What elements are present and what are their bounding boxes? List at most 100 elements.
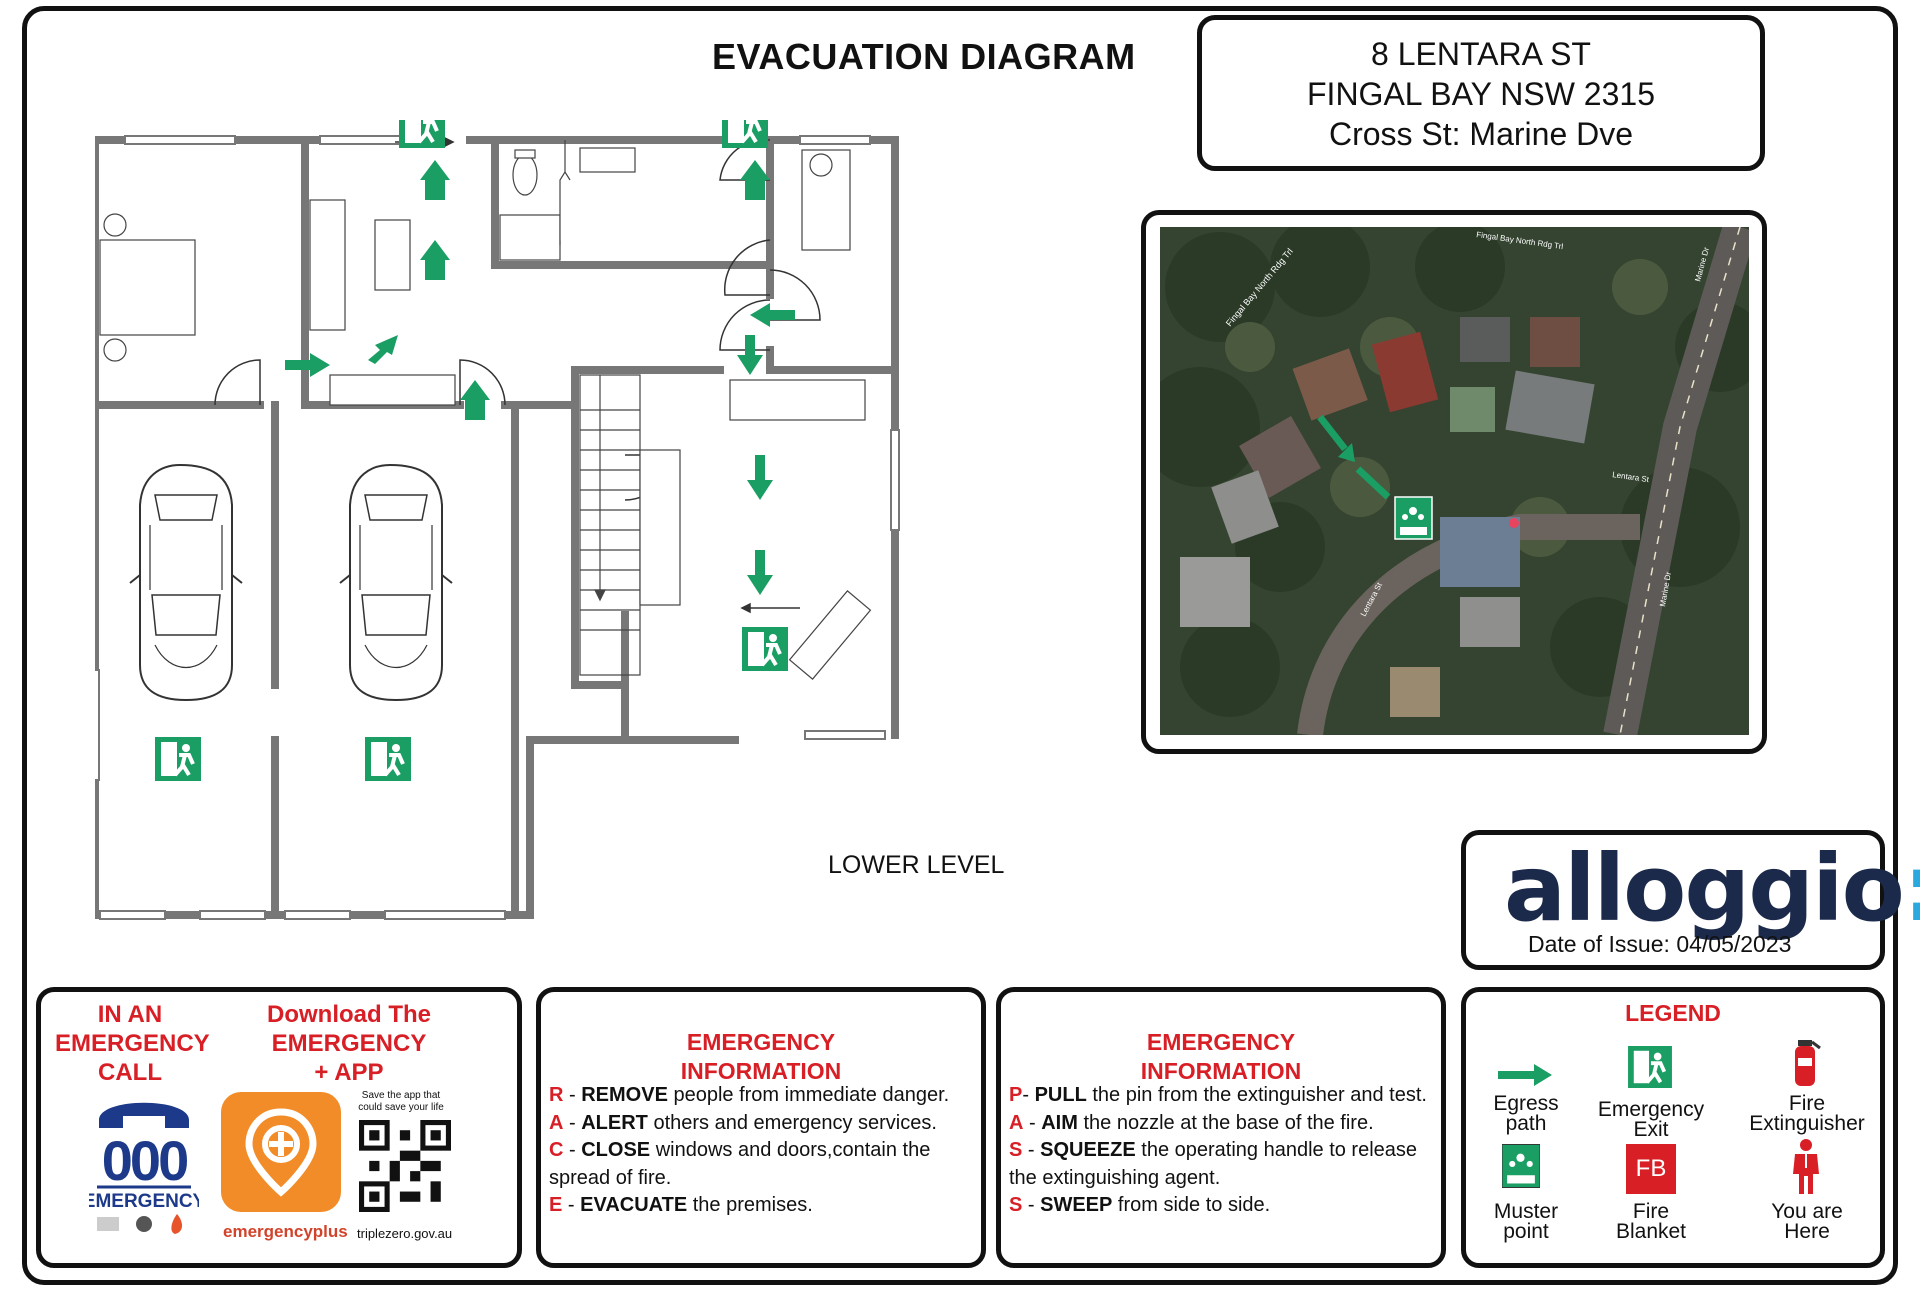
emergency-plus-app-icon bbox=[221, 1092, 341, 1212]
pass-text: from side to side. bbox=[1112, 1194, 1271, 1216]
address-box: 8 LENTARA ST FINGAL BAY NSW 2315 Cross S… bbox=[1197, 15, 1765, 171]
pass-word: PULL bbox=[1034, 1084, 1087, 1106]
race-text: others and emergency services. bbox=[647, 1111, 937, 1134]
race-letter: E bbox=[549, 1194, 563, 1216]
pass-heading-1: EMERGENCY bbox=[1146, 1029, 1296, 1055]
app-heading: Download The EMERGENCY + APP bbox=[249, 1000, 449, 1087]
legend-exit-line2: Exit bbox=[1633, 1118, 1669, 1141]
race-letter: A bbox=[549, 1111, 564, 1134]
call-line-1: IN AN bbox=[97, 1001, 163, 1028]
emergency-number: 000 bbox=[102, 1129, 187, 1192]
address-line-3: Cross St: Marine Dve bbox=[1328, 116, 1634, 152]
address-line-1: 8 LENTARA ST bbox=[1371, 36, 1591, 72]
race-item-c: C - CLOSE windows and doors,contain the … bbox=[549, 1139, 931, 1189]
race-letter: R bbox=[549, 1084, 564, 1106]
call-line-3: CALL bbox=[98, 1059, 162, 1086]
legend-egress-line1: Egress bbox=[1493, 1092, 1559, 1115]
race-letter: C bbox=[549, 1139, 564, 1161]
aerial-map: Fingal Bay North Rdg Trl Fingal Bay Nort… bbox=[1160, 227, 1749, 735]
pass-item-p: P- PULL the pin from the extinguisher an… bbox=[1009, 1084, 1427, 1106]
page-frame bbox=[22, 6, 1898, 1285]
legend-here-line1: You are bbox=[1771, 1200, 1843, 1223]
race-item-r: R - REMOVE people from immediate danger. bbox=[549, 1084, 950, 1106]
aerial-map-box: Fingal Bay North Rdg Trl Fingal Bay Nort… bbox=[1141, 210, 1767, 754]
logo-box: alloggio: Date of Issue: 04/05/2023 bbox=[1461, 830, 1920, 970]
race-heading-2: INFORMATION bbox=[680, 1058, 842, 1084]
pass-info-panel: EMERGENCY INFORMATION P- PULL the pin fr… bbox=[996, 987, 1446, 1268]
legend-ext-line2: Extinguisher bbox=[1749, 1112, 1865, 1135]
fire-blanket-icon: FB bbox=[1626, 1144, 1676, 1194]
pass-item-s2: S - SWEEP from side to side. bbox=[1009, 1194, 1271, 1216]
pass-word: SWEEP bbox=[1040, 1194, 1113, 1216]
race-word: EVACUATE bbox=[580, 1194, 688, 1216]
logo-mark: : bbox=[1903, 835, 1920, 942]
race-word: ALERT bbox=[581, 1111, 648, 1134]
you-are-here-icon bbox=[1793, 1139, 1819, 1194]
qr-code-icon bbox=[359, 1120, 451, 1212]
pass-text: the pin from the extinguisher and test. bbox=[1086, 1084, 1427, 1106]
pass-word: SQUEEZE bbox=[1040, 1139, 1136, 1161]
fire-extinguisher-icon bbox=[1795, 1040, 1821, 1086]
legend-egress-line2: path bbox=[1505, 1112, 1547, 1135]
race-item-e: E - EVACUATE the premises. bbox=[549, 1194, 813, 1216]
app-line-3: + APP bbox=[314, 1059, 384, 1086]
race-text: the premises. bbox=[687, 1194, 813, 1216]
logo-text: alloggio bbox=[1504, 835, 1905, 942]
pass-letter: A bbox=[1009, 1111, 1024, 1134]
race-word: REMOVE bbox=[581, 1084, 668, 1106]
legend-fb-line2: Blanket bbox=[1615, 1220, 1687, 1243]
emergency-exit-icon bbox=[1628, 1046, 1672, 1088]
legend-exit-line1: Emergency bbox=[1597, 1098, 1705, 1121]
race-item-a: A - ALERT others and emergency services. bbox=[549, 1111, 937, 1134]
level-label: LOWER LEVEL bbox=[828, 851, 1005, 879]
race-list: R - REMOVE people from immediate danger.… bbox=[549, 1082, 973, 1220]
app-line-2: EMERGENCY bbox=[271, 1030, 427, 1057]
call-line-2: EMERGENCY bbox=[55, 1030, 210, 1057]
address-line-2: FINGAL BAY NSW 2315 bbox=[1307, 76, 1655, 112]
race-info-panel: EMERGENCY INFORMATION R - REMOVE people … bbox=[536, 987, 986, 1268]
app-line-1: Download The bbox=[267, 1001, 431, 1028]
pass-item-s1: S - SQUEEZE the operating handle to rele… bbox=[1009, 1139, 1418, 1189]
diagram-title: EVACUATION DIAGRAM bbox=[712, 36, 1136, 77]
legend-ext-line1: Fire bbox=[1788, 1092, 1826, 1115]
legend-muster-line1: Muster bbox=[1493, 1200, 1559, 1223]
race-text: people from immediate danger. bbox=[667, 1084, 950, 1106]
race-text: windows and doors,contain the spread of … bbox=[549, 1139, 931, 1189]
pass-item-a: A - AIM the nozzle at the base of the fi… bbox=[1009, 1111, 1374, 1134]
issue-date: 04/05/2023 bbox=[1676, 931, 1792, 957]
race-heading: EMERGENCY INFORMATION bbox=[541, 1028, 981, 1086]
date-of-issue: Date of Issue: 04/05/2023 bbox=[1528, 931, 1791, 958]
egress-arrow-icon bbox=[1498, 1064, 1552, 1086]
company-logo: alloggio: bbox=[1504, 835, 1920, 942]
pass-heading: EMERGENCY INFORMATION bbox=[1001, 1028, 1441, 1086]
save-app-text: Save the app that could save your life bbox=[358, 1090, 444, 1113]
pass-heading-2: INFORMATION bbox=[1140, 1058, 1302, 1084]
issue-label: Date of Issue: bbox=[1528, 931, 1670, 957]
muster-point-icon bbox=[1502, 1144, 1540, 1188]
emergency-word: EMERGENCY bbox=[89, 1191, 199, 1212]
pass-text: the operating handle to release the exti… bbox=[1009, 1139, 1418, 1189]
race-heading-1: EMERGENCY bbox=[686, 1029, 836, 1055]
pass-letter: S bbox=[1009, 1139, 1023, 1161]
triplezero-site: triplezero.gov.au bbox=[357, 1226, 453, 1241]
race-word: CLOSE bbox=[581, 1139, 651, 1161]
legend-muster-line2: point bbox=[1503, 1220, 1549, 1243]
legend-fb-line1: Fire bbox=[1632, 1200, 1670, 1223]
emergency-call-panel: IN AN EMERGENCY CALL Download The EMERGE… bbox=[36, 987, 522, 1268]
floor-plan bbox=[90, 102, 1125, 945]
phone-000-icon: 000 EMERGENCY bbox=[89, 1102, 199, 1234]
legend-title: LEGEND bbox=[1625, 1000, 1721, 1026]
pass-word: AIM bbox=[1041, 1111, 1078, 1134]
app-name: emergencyplus bbox=[223, 1222, 348, 1241]
pass-text: the nozzle at the base of the fire. bbox=[1077, 1111, 1374, 1134]
call-heading: IN AN EMERGENCY CALL bbox=[55, 1000, 210, 1087]
pass-letter: S bbox=[1009, 1194, 1023, 1216]
pass-letter: P bbox=[1009, 1084, 1023, 1106]
